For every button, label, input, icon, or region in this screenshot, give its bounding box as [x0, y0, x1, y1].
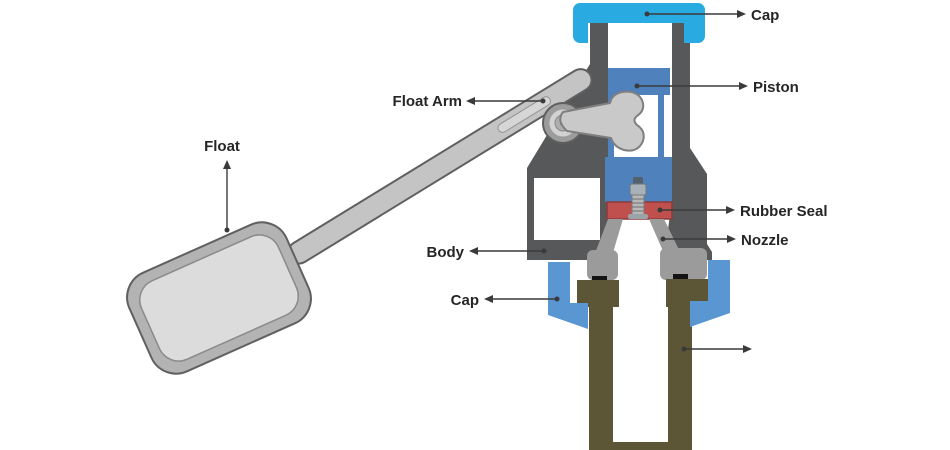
bottom-cap-left-shape [548, 262, 588, 329]
float-arm-shape [287, 68, 593, 265]
cam-wishbone-shape [559, 90, 645, 152]
label-body: Body [427, 244, 465, 261]
outlet-arrow [681, 345, 752, 353]
label-rubber-seal: Rubber Seal [740, 203, 828, 220]
label-cap-bottom: Cap [451, 292, 479, 309]
leader-lines [223, 10, 752, 353]
label-piston: Piston [753, 79, 799, 96]
seal-bolt-shape [628, 177, 648, 219]
label-nozzle: Nozzle [741, 232, 789, 249]
label-float-arm: Float Arm [393, 93, 462, 110]
body-window [534, 178, 600, 244]
valve-body-right-wall-shape [666, 23, 712, 260]
top-cap-shape [573, 3, 705, 43]
label-cap-top: Cap [751, 7, 779, 24]
float-shape [126, 221, 312, 375]
bottom-cap-right-shape [690, 260, 730, 327]
float-arm-slot [497, 96, 551, 133]
label-float: Float [204, 138, 240, 155]
pipe-shape [577, 279, 708, 450]
